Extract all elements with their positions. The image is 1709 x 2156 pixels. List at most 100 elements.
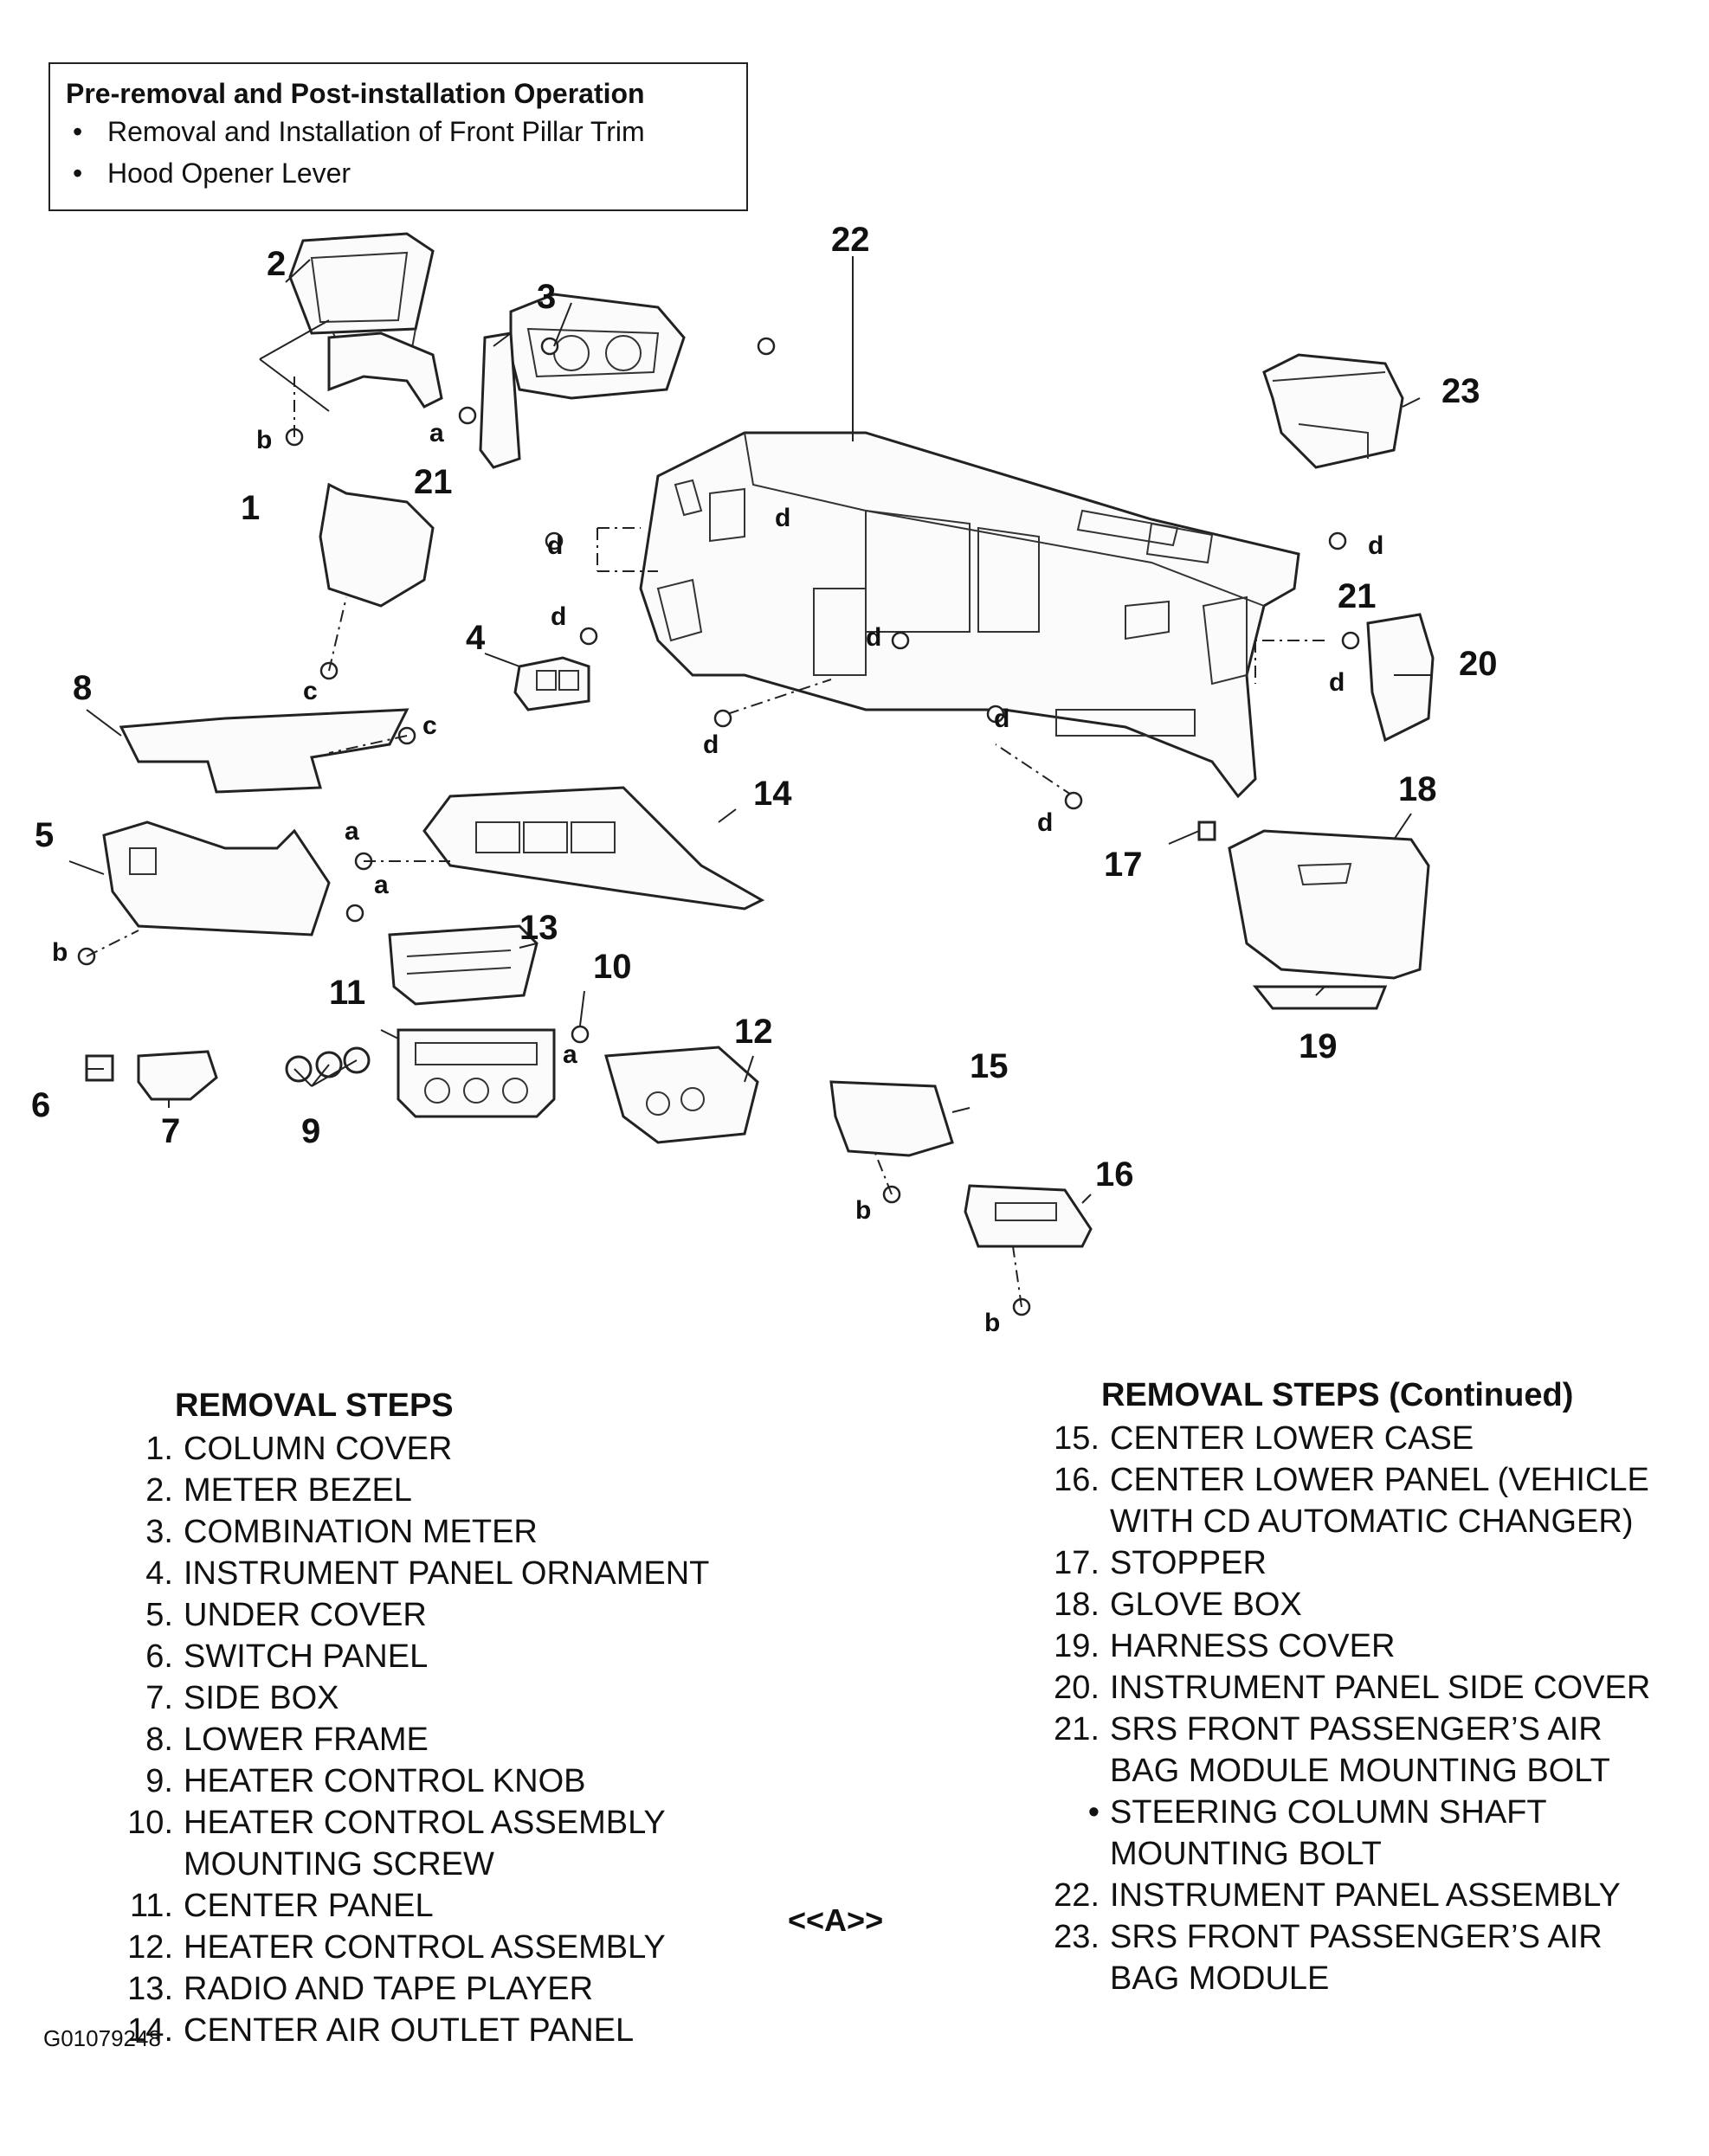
bolts bbox=[77, 337, 1360, 1316]
fastener-a: a bbox=[563, 1040, 577, 1069]
figure-id: G01079248 bbox=[43, 2025, 161, 2051]
fastener-c: c bbox=[303, 677, 318, 705]
step-text: UNDER COVER bbox=[184, 1597, 427, 1633]
removal-step: 7.SIDE BOX bbox=[113, 1677, 709, 1719]
step-number: 4. bbox=[145, 1555, 173, 1592]
fastener-b: b bbox=[984, 1309, 1000, 1337]
fastener-d: d bbox=[551, 602, 566, 631]
step-text: HARNESS COVER bbox=[1110, 1628, 1396, 1664]
step-number: 19. bbox=[1054, 1628, 1100, 1664]
removal-step: 20.INSTRUMENT PANEL SIDE COVER bbox=[1039, 1667, 1650, 1709]
heater-control-assembly bbox=[604, 1046, 759, 1144]
removal-step: 6.SWITCH PANEL bbox=[113, 1636, 709, 1677]
callout-15: 15 bbox=[970, 1047, 1009, 1085]
fastener-d: d bbox=[994, 705, 1009, 733]
step-text: CENTER LOWER PANEL (VEHICLE bbox=[1110, 1462, 1649, 1498]
step-number: 8. bbox=[145, 1722, 173, 1758]
step-text: SRS FRONT PASSENGER’S AIR bbox=[1110, 1711, 1603, 1747]
lower-frame bbox=[119, 708, 410, 794]
pre-removal-box: Pre-removal and Post-installation Operat… bbox=[48, 62, 748, 211]
callout-4: 4 bbox=[466, 619, 486, 657]
callout-19: 19 bbox=[1299, 1027, 1338, 1065]
exploded-parts-diagram: 2 3 22 23 21 1 21 4 20 8 18 14 5 17 13 1… bbox=[31, 225, 1498, 1337]
step-text: HEATER CONTROL KNOB bbox=[184, 1763, 586, 1799]
callout-8: 8 bbox=[73, 669, 92, 707]
callout-10: 10 bbox=[593, 948, 632, 986]
step-text: CENTER AIR OUTLET PANEL bbox=[184, 2012, 635, 2049]
instrument-panel-side-cover bbox=[1366, 613, 1435, 743]
removal-steps-continued-list: REMOVAL STEPS (Continued) 15. CENTER LOWE… bbox=[1039, 1374, 1650, 1999]
callout-3: 3 bbox=[537, 278, 556, 316]
pre-removal-item: • Removal and Installation of Front Pill… bbox=[66, 111, 731, 152]
step-text: STEERING COLUMN SHAFT bbox=[1110, 1794, 1547, 1831]
callout-16: 16 bbox=[1095, 1155, 1134, 1194]
callout-11: 11 bbox=[329, 974, 365, 1012]
removal-steps-continued-heading: REMOVAL STEPS (Continued) bbox=[1101, 1377, 1574, 1413]
combination-meter bbox=[509, 293, 686, 400]
fastener-c: c bbox=[422, 711, 437, 740]
step-bullet: • bbox=[1087, 1794, 1100, 1831]
center-panel bbox=[397, 1028, 556, 1118]
removal-step: 11.CENTER PANEL bbox=[113, 1885, 709, 1927]
removal-step: 3.COMBINATION METER bbox=[113, 1511, 709, 1553]
step-text-continued: BAG MODULE MOUNTING BOLT bbox=[1110, 1753, 1610, 1789]
removal-step: 8. LOWER FRAME bbox=[113, 1719, 709, 1760]
center-lower-case bbox=[829, 1080, 954, 1157]
step-text: SIDE BOX bbox=[184, 1680, 339, 1716]
callout-5: 5 bbox=[35, 816, 54, 854]
callout-13: 13 bbox=[519, 909, 558, 947]
removal-step: 21. SRS FRONT PASSENGER’S AIR BAG MODULE M… bbox=[1039, 1709, 1650, 1792]
step-text: HEATER CONTROL ASSEMBLY bbox=[184, 1805, 666, 1841]
callout-2: 2 bbox=[267, 245, 286, 283]
step-number: 10. bbox=[127, 1805, 173, 1841]
fastener-d: d bbox=[866, 623, 881, 652]
step-text: CENTER LOWER CASE bbox=[1110, 1420, 1474, 1457]
fastener-d: d bbox=[1329, 668, 1345, 697]
step-text: COLUMN COVER bbox=[184, 1431, 453, 1467]
step-text: METER BEZEL bbox=[184, 1472, 412, 1509]
step-text: STOPPER bbox=[1110, 1545, 1267, 1581]
step-number: 16. bbox=[1054, 1462, 1100, 1498]
step-number: 5. bbox=[145, 1597, 173, 1633]
bullet: • bbox=[73, 158, 83, 189]
removal-step: 19. HARNESS COVER bbox=[1039, 1625, 1650, 1667]
center-air-outlet-panel bbox=[422, 786, 765, 911]
step-text: SRS FRONT PASSENGER’S AIR bbox=[1110, 1919, 1603, 1955]
removal-step: 1.COLUMN COVER bbox=[113, 1428, 709, 1470]
srs-airbag-module bbox=[1262, 353, 1404, 469]
removal-step: 5. UNDER COVER bbox=[113, 1594, 709, 1636]
step-text: LOWER FRAME bbox=[184, 1722, 429, 1758]
step-number: 23. bbox=[1054, 1919, 1100, 1955]
column-cover bbox=[319, 331, 443, 608]
callout-1: 1 bbox=[241, 489, 260, 527]
step-text: RADIO AND TAPE PLAYER bbox=[184, 1971, 594, 2007]
leader-lines bbox=[68, 256, 1433, 1204]
callout-9: 9 bbox=[301, 1112, 320, 1150]
glove-box bbox=[1228, 829, 1430, 980]
step-text-continued: MOUNTING SCREW bbox=[184, 1846, 494, 1882]
step-number: 2. bbox=[145, 1472, 173, 1509]
step-number: 3. bbox=[145, 1514, 173, 1550]
callout-21: 21 bbox=[1338, 577, 1377, 615]
bracket-part bbox=[479, 331, 521, 469]
removal-step: 12.HEATER CONTROL ASSEMBLY bbox=[113, 1927, 709, 1968]
bullet: • bbox=[73, 116, 83, 147]
harness-cover bbox=[1252, 985, 1388, 1010]
step-number: 14. bbox=[127, 2012, 173, 2049]
removal-step: 15. CENTER LOWER CASE bbox=[1039, 1418, 1650, 1459]
fastener-d: d bbox=[775, 504, 790, 532]
fastener-b: b bbox=[52, 938, 68, 967]
step-number: 21. bbox=[1054, 1711, 1100, 1747]
radio-and-tape-player bbox=[388, 924, 538, 1006]
step-number: 17. bbox=[1054, 1545, 1100, 1581]
step-text: SWITCH PANEL bbox=[184, 1638, 429, 1675]
pre-removal-item-text: Hood Opener Lever bbox=[107, 158, 351, 189]
removal-step: 17. STOPPER bbox=[1039, 1542, 1650, 1584]
instrument-panel-assembly bbox=[597, 431, 1325, 799]
step-number: 15. bbox=[1054, 1420, 1100, 1457]
removal-step: 2. METER BEZEL bbox=[113, 1470, 709, 1511]
step-text: INSTRUMENT PANEL SIDE COVER bbox=[1110, 1670, 1651, 1706]
removal-steps-list: REMOVAL STEPS 1.COLUMN COVER 2.METER BEZ… bbox=[113, 1385, 709, 2051]
